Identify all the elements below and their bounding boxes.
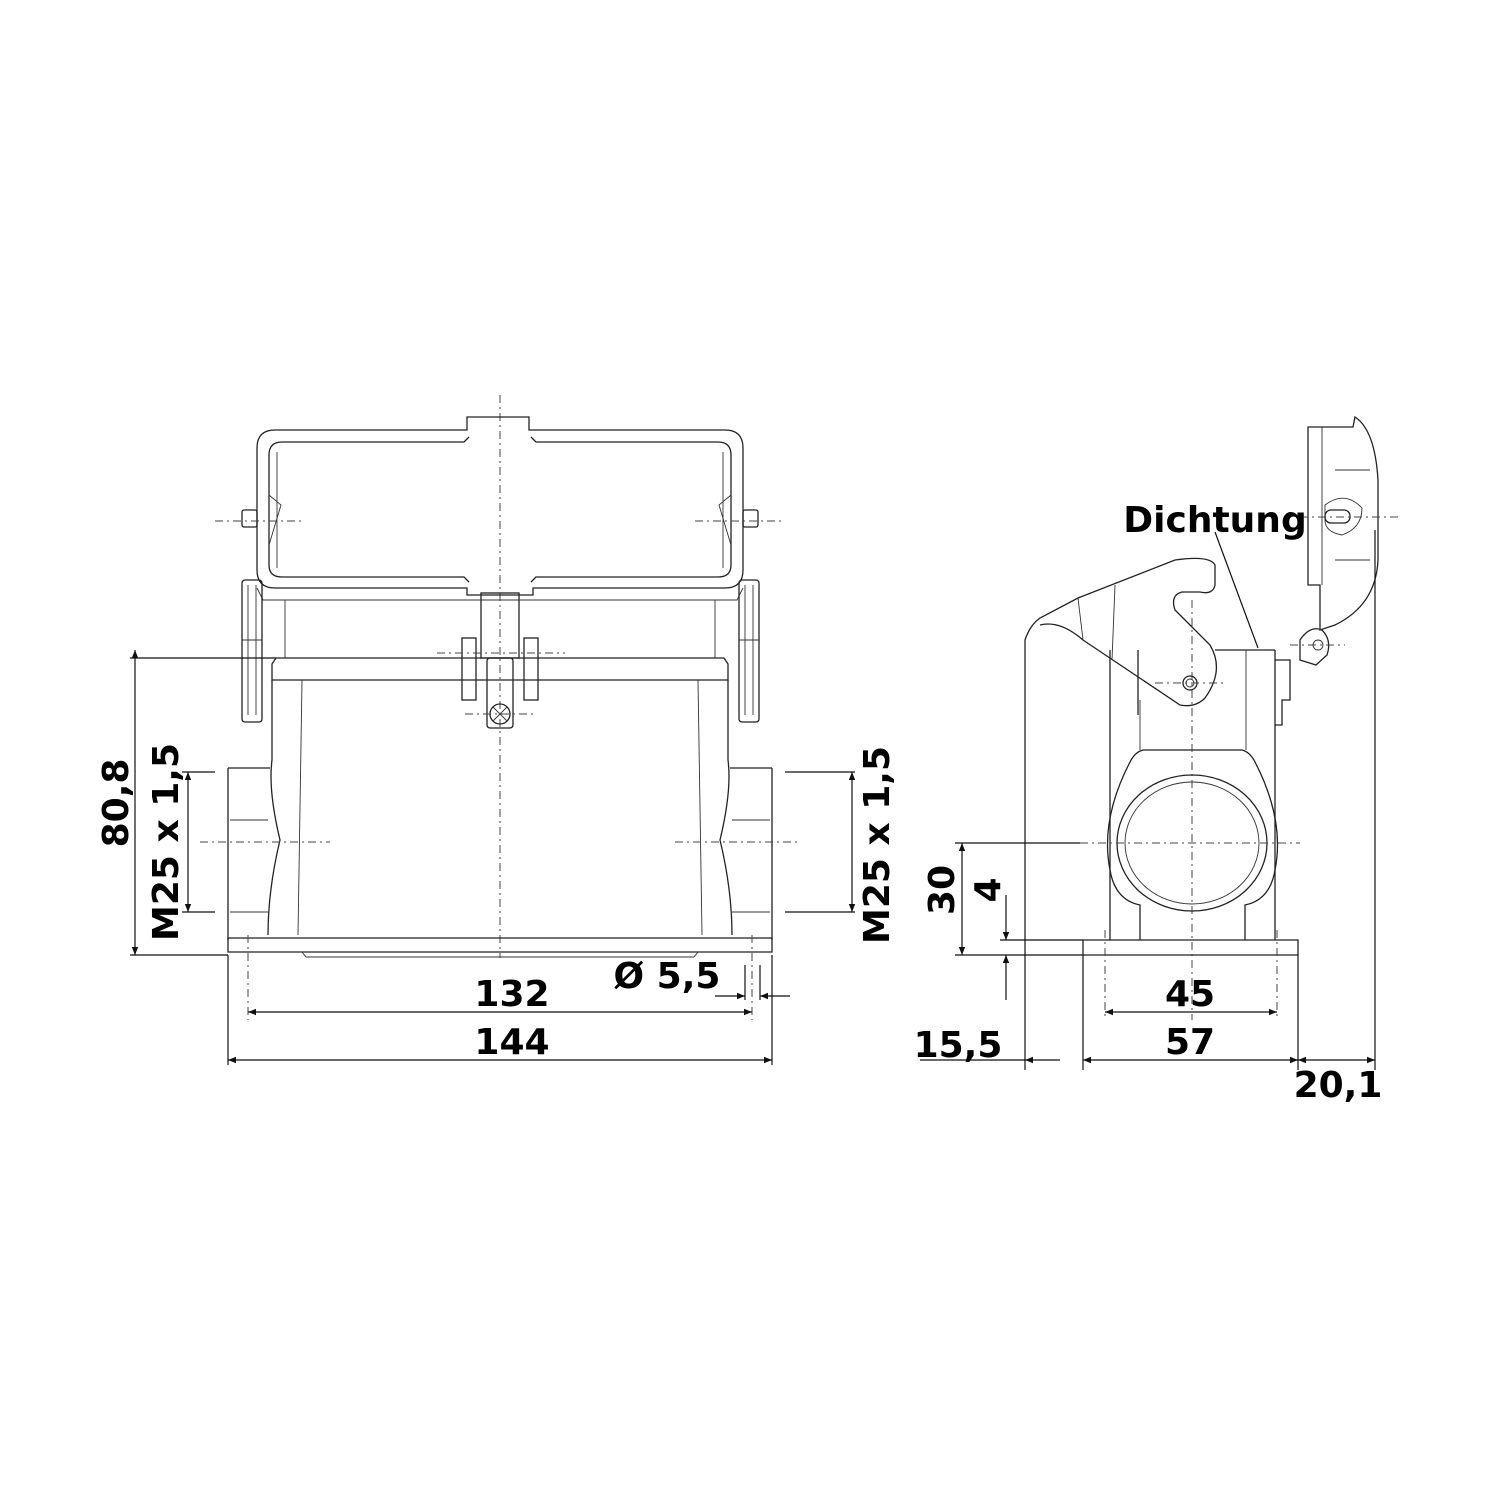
housing-body — [130, 657, 773, 958]
dim-thread-right: M25 x 1,5 — [857, 746, 898, 944]
side-view-dimensions: 30 4 45 57 15,5 20,1 — [914, 842, 1383, 1106]
locking-handle — [215, 416, 785, 658]
lid — [1307, 415, 1379, 631]
dim-thread-left: M25 x 1,5 — [146, 743, 187, 941]
latch-mechanism — [437, 592, 565, 729]
dim-hole-diameter: Ø 5,5 — [614, 956, 721, 997]
dim-hole-spacing: 132 — [474, 974, 549, 1015]
front-view-dimensions: 80,8 M25 x 1,5 M25 x 1,5 132 144 Ø 5,5 — [96, 650, 898, 1065]
hinge-brackets — [241, 579, 760, 723]
dim-height: 80,8 — [96, 759, 137, 848]
dim-thread-center-height: 30 — [922, 865, 963, 915]
callout-leader — [1214, 531, 1259, 649]
dim-lever-overhang: 15,5 — [914, 1025, 1003, 1066]
handle-pin-left — [241, 509, 258, 528]
side-view: Dichtung — [1024, 415, 1400, 1070]
dim-base-thickness: 4 — [968, 877, 1009, 902]
dim-base-width: 57 — [1165, 1022, 1215, 1063]
callout-dichtung: Dichtung — [1123, 500, 1306, 541]
front-view — [130, 395, 800, 1020]
locking-lever — [1024, 557, 1217, 830]
dim-side-hole-spacing: 45 — [1165, 974, 1215, 1015]
dim-width: 144 — [474, 1022, 549, 1063]
dim-lid-overhang: 20,1 — [1294, 1065, 1383, 1106]
handle-pin-right — [742, 509, 759, 528]
